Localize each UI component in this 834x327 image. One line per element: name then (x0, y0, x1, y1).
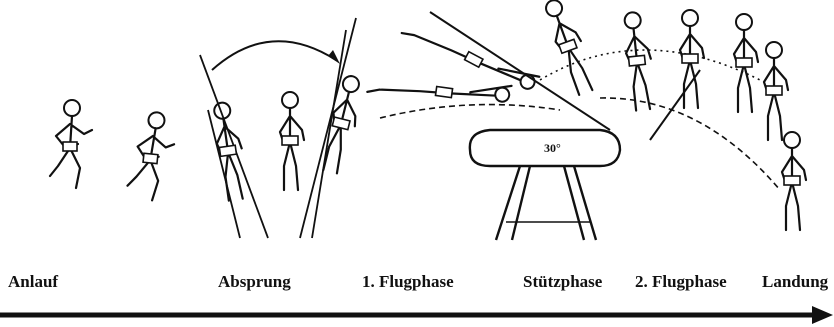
phase-label-flugphase-2: 2. Flugphase (635, 272, 727, 292)
takeoff-figure-1 (211, 101, 248, 201)
angle-label: 30° (544, 141, 561, 155)
phase-label-flugphase-1: 1. Flugphase (362, 272, 454, 292)
takeoff-arc-arrowhead (328, 50, 340, 64)
flight-trajectory-dashed (380, 105, 560, 118)
landing-figure-1 (734, 14, 758, 112)
takeoff-figure-3 (319, 74, 366, 175)
support-figure-2 (622, 11, 656, 111)
landing-figure-3 (782, 132, 806, 230)
runner-figure-1 (50, 100, 92, 188)
phase-label-absprung: Absprung (218, 272, 291, 292)
runner-figure-2 (126, 110, 177, 202)
timeline-arrow (0, 304, 834, 326)
flight2-support-line (650, 70, 700, 140)
timeline-arrowhead-icon (812, 306, 833, 324)
support-figure-1 (542, 0, 598, 96)
phase-label-stuetzphase: Stützphase (523, 272, 602, 292)
landing-figure-2 (764, 42, 788, 140)
takeoff-figure-2 (280, 92, 304, 190)
takeoff-arc-arrow (212, 41, 336, 70)
phase-label-landung: Landung (762, 272, 828, 292)
phase-label-anlauf: Anlauf (8, 272, 58, 292)
flight-figure-2 (402, 10, 540, 100)
